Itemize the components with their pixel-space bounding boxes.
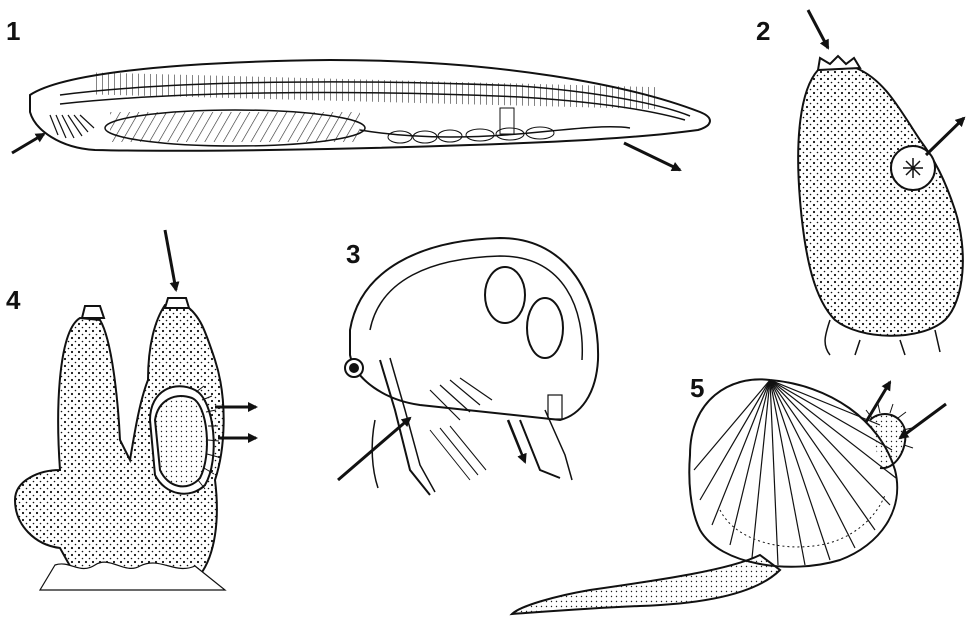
arrow-2-out	[926, 118, 964, 155]
arrow-5-in	[900, 404, 946, 438]
arrow-2-in	[808, 10, 828, 48]
lancelet-icon	[30, 60, 710, 151]
colonial-tunicate-icon	[15, 298, 225, 590]
arrow-4-in	[165, 230, 176, 290]
arrow-1-out	[624, 143, 680, 170]
sea-squirt-icon	[798, 56, 963, 355]
ostracod-icon	[345, 238, 598, 495]
arrow-1-in	[12, 134, 44, 153]
